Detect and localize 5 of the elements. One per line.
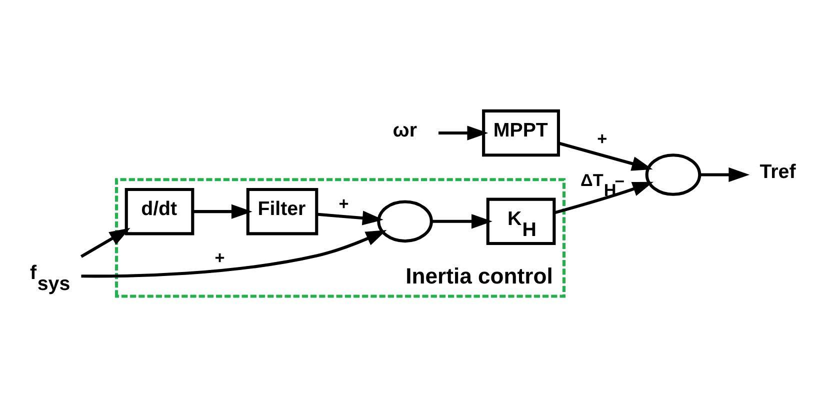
node-text: Tref bbox=[760, 160, 796, 183]
edge-label: + bbox=[597, 128, 608, 148]
edge-label: + bbox=[338, 192, 349, 213]
node-text: ωr bbox=[392, 118, 417, 141]
edge-label: + bbox=[214, 246, 225, 267]
